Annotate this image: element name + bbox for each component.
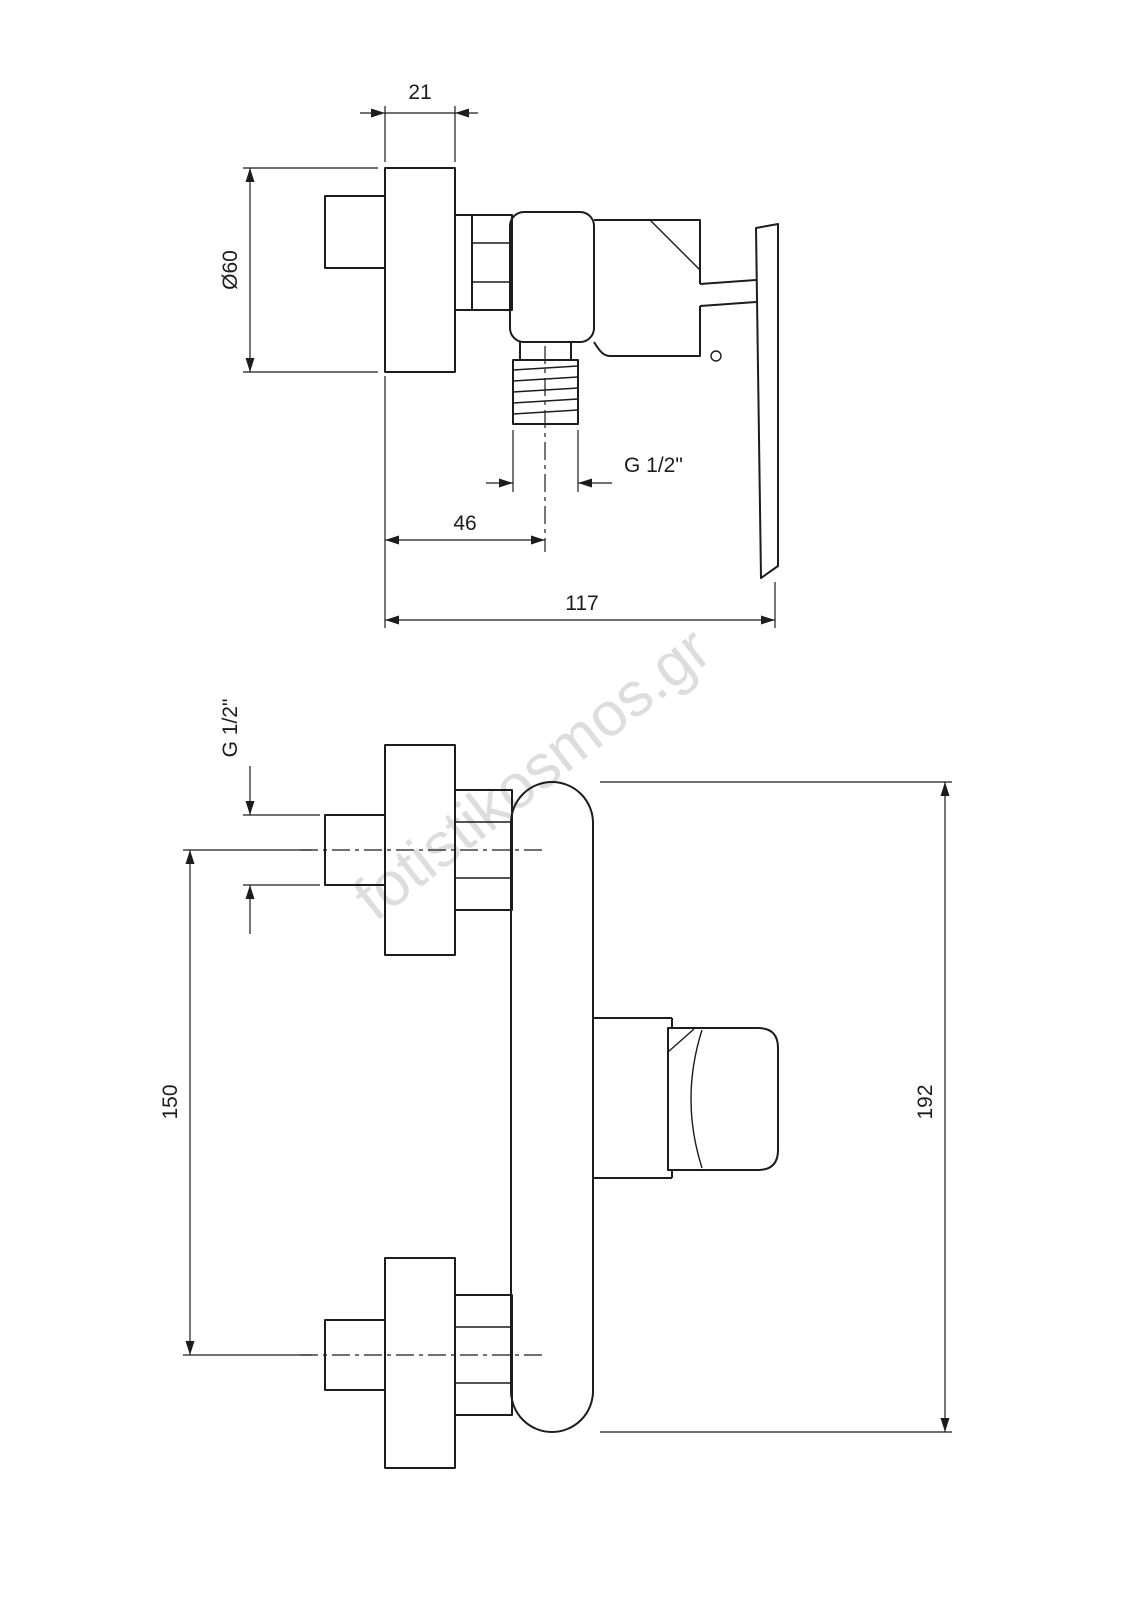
dim-label-inlet-spacing: 150 xyxy=(159,1084,182,1119)
front-view-drawing: G 1/2" 150 192 xyxy=(159,699,952,1469)
side-view-drawing: 21 Ø60 G 1/2" xyxy=(219,81,779,628)
mixer-body-side xyxy=(509,211,595,343)
mounting-nut-side xyxy=(454,214,513,311)
dim-label-outlet-offset: 46 xyxy=(453,512,476,535)
lever-handle-front xyxy=(667,1027,779,1171)
dim-label-outlet-thread: G 1/2" xyxy=(624,454,683,477)
dimension-inlet-thread: G 1/2" xyxy=(219,699,320,934)
mixer-body-front xyxy=(510,781,594,1433)
dimension-outlet-thread: G 1/2" xyxy=(486,430,683,492)
dim-label-flange-depth: 21 xyxy=(408,81,431,104)
valve-and-handle-front xyxy=(593,1017,779,1179)
dimension-total-height: 192 xyxy=(600,781,952,1433)
dim-label-total-height: 192 xyxy=(914,1084,937,1119)
dimension-total-depth: 117 xyxy=(385,582,776,628)
dimension-inlet-spacing: 150 xyxy=(159,849,312,1356)
dim-label-total-depth: 117 xyxy=(565,592,598,615)
dimension-flange-depth: 21 xyxy=(360,81,478,162)
watermark-text: fotistikosmos.gr xyxy=(341,614,723,934)
dim-label-inlet-thread: G 1/2" xyxy=(219,699,242,758)
dim-label-flange-diameter: Ø60 xyxy=(219,250,242,290)
dimension-flange-diameter: Ø60 xyxy=(219,167,378,373)
dimension-outlet-offset: 46 xyxy=(384,376,545,628)
wall-flange-side xyxy=(384,167,456,373)
lever-handle-side xyxy=(755,223,779,579)
valve-housing-side xyxy=(593,219,757,362)
wall-flange-bottom xyxy=(384,1257,456,1469)
pipe-nipple-side xyxy=(324,195,386,269)
